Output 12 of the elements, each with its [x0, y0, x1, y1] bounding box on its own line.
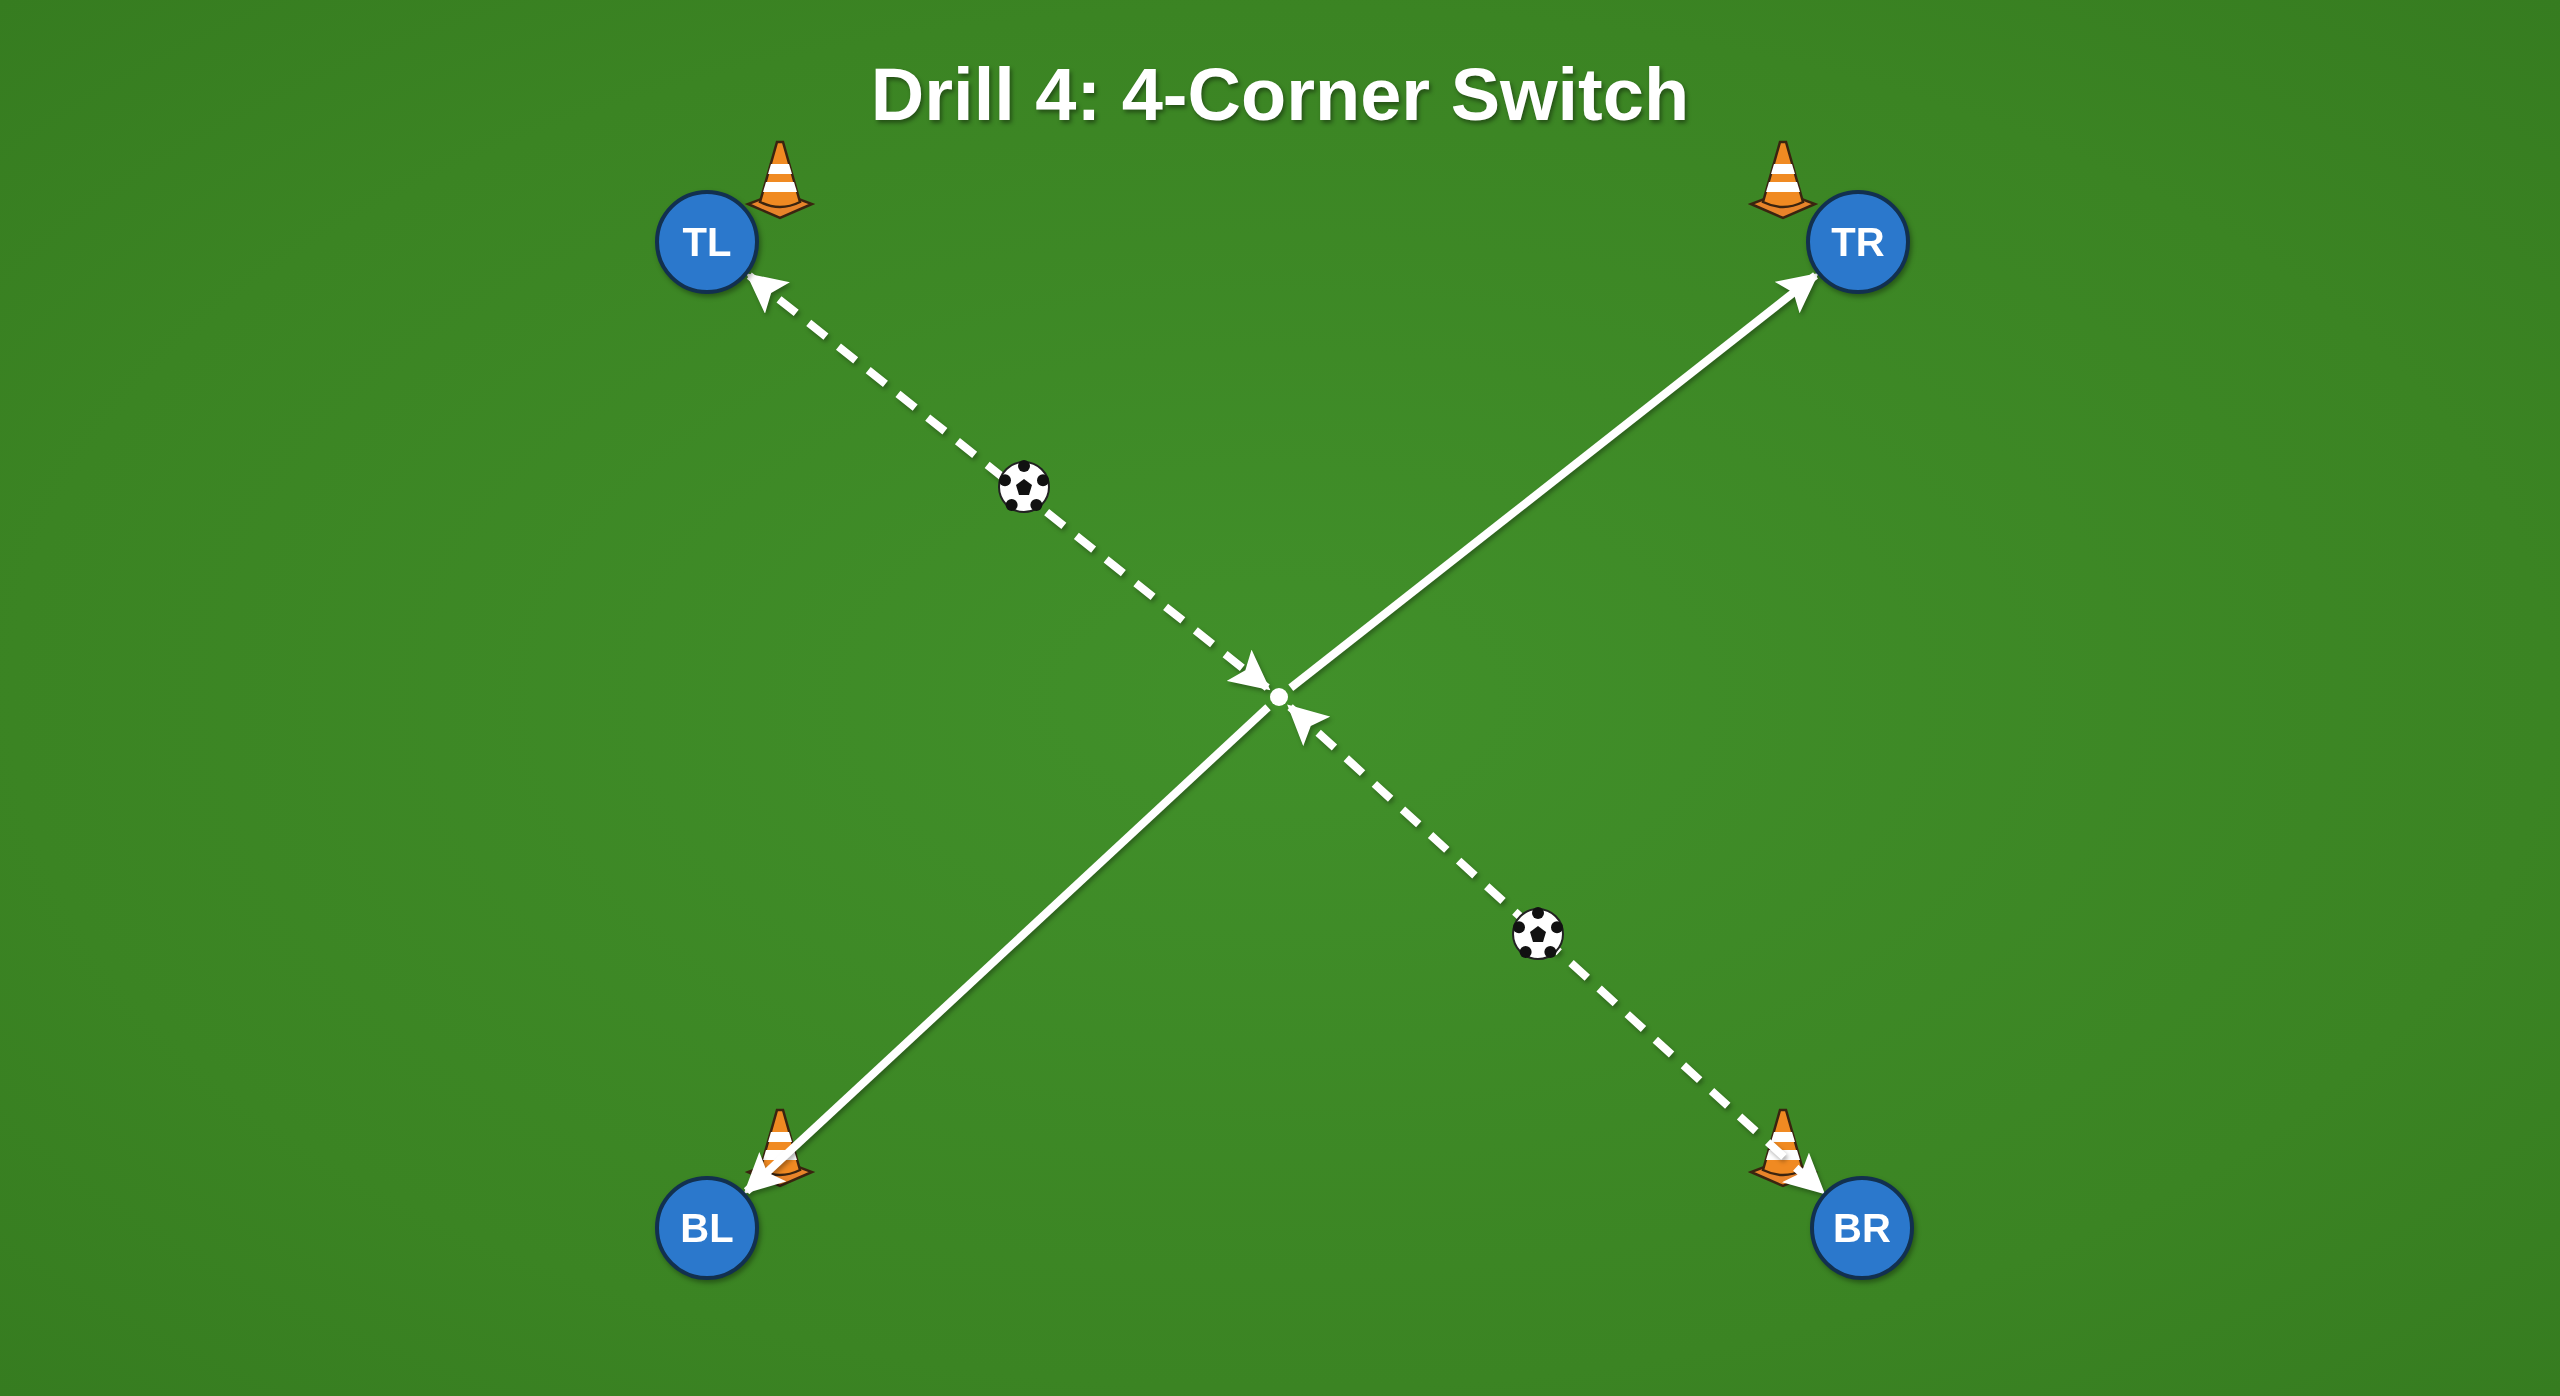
player-circle [1810, 1176, 1914, 1280]
player-circle [1806, 190, 1910, 294]
player-label: TL [682, 219, 732, 265]
player-label: BL [680, 1205, 734, 1251]
player-label: TR [1831, 219, 1885, 265]
dashed-arrow [1287, 704, 1826, 1195]
dashed-arrow [746, 272, 1271, 691]
center-dot [1270, 688, 1288, 706]
player-label: BR [1833, 1205, 1891, 1251]
pass-arrow [1288, 272, 1819, 691]
title: Drill 4: 4-Corner Switch [870, 52, 1690, 137]
pass-arrow [743, 704, 1271, 1195]
